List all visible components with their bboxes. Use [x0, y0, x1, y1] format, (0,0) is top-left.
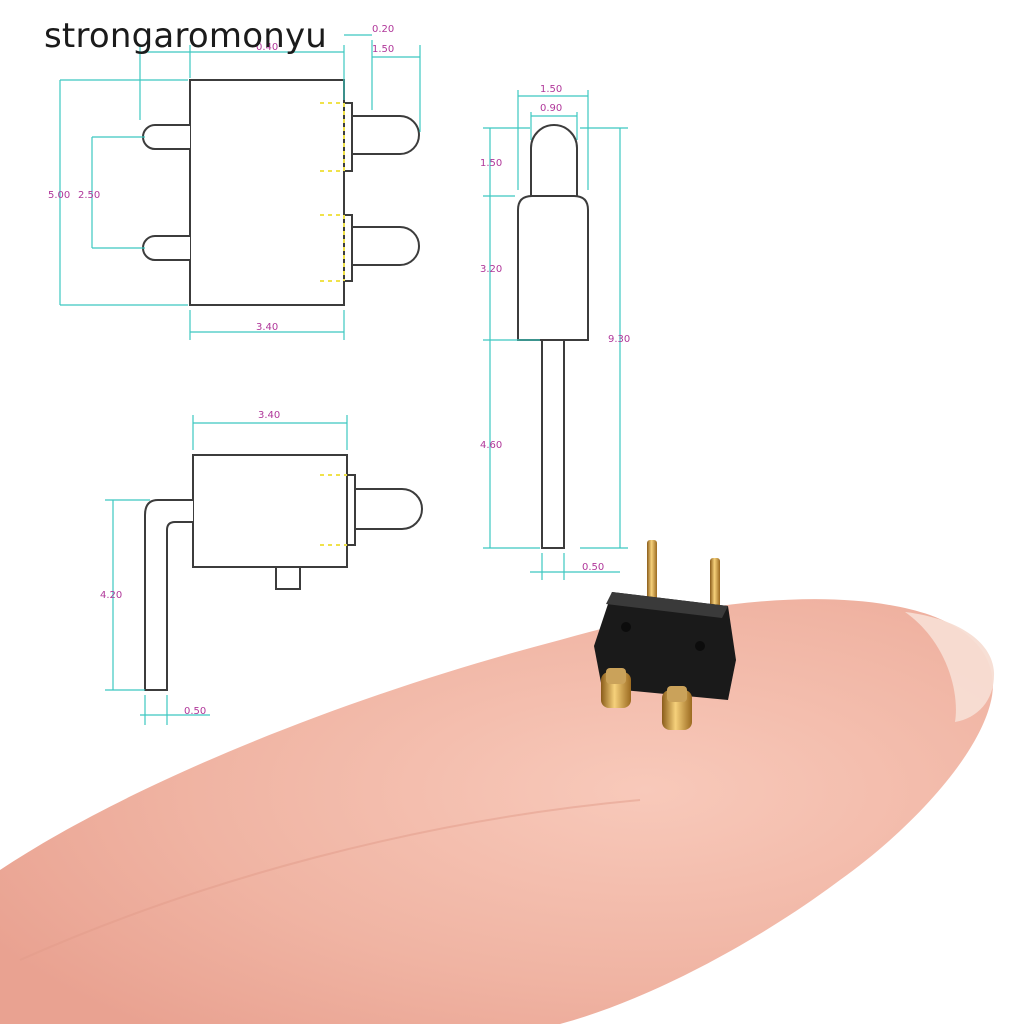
dim-side-bend-height: 4.20: [100, 590, 122, 601]
dim-front-pitch: 2.50: [78, 190, 100, 201]
side-bottom-stub: [275, 566, 301, 590]
front-left-pin-bottom: [142, 235, 190, 261]
dim-side-pin-width: 0.50: [184, 706, 206, 717]
dim-front-height: 5.00: [48, 190, 70, 201]
front-right-pin-top: [351, 115, 420, 155]
side-view-drawing: 3.40 4.20 0.50: [100, 410, 423, 725]
side-right-pin: [354, 488, 423, 530]
side-bent-lead: [144, 499, 193, 691]
dim-profile-total-length: 9.30: [608, 334, 630, 345]
front-right-pin-bottom: [351, 226, 420, 266]
connector-body: [594, 592, 736, 700]
finger: [0, 599, 993, 1024]
dim-front-bottom-width: 3.40: [256, 322, 278, 333]
dim-profile-head-width: 1.50: [540, 84, 562, 95]
connector-photo: [594, 540, 736, 730]
profile-body: [517, 195, 589, 341]
profile-view-drawing: 1.50 0.90 1.50 3.20 9.30 4.60 0.50: [480, 84, 630, 580]
dim-profile-tip-width: 0.90: [540, 103, 562, 114]
dim-side-top-width: 3.40: [258, 410, 280, 421]
front-view-body: [189, 79, 345, 306]
dim-profile-tail-length: 4.60: [480, 440, 502, 451]
dim-front-top-partial: 0.40: [256, 42, 278, 53]
fingernail: [905, 612, 995, 722]
dim-profile-tip-length: 1.50: [480, 158, 502, 169]
dim-profile-body-length: 3.20: [480, 264, 502, 275]
dim-profile-tail-width: 0.50: [582, 562, 604, 573]
front-view-drawing: 5.00 2.50 3.40 0.40 0.20 1.50: [48, 24, 421, 340]
profile-tail: [541, 339, 565, 549]
side-view-body: [192, 454, 348, 568]
dim-front-top-1: 0.20: [372, 24, 394, 35]
profile-tip: [530, 124, 578, 196]
rear-pin-left: [647, 540, 657, 602]
watermark-text: strongaromonyu: [44, 16, 328, 56]
rear-pin-right: [710, 558, 720, 616]
dim-front-top-2: 1.50: [372, 44, 394, 55]
front-left-pin-top: [142, 124, 190, 150]
finger-photo: [0, 599, 995, 1024]
